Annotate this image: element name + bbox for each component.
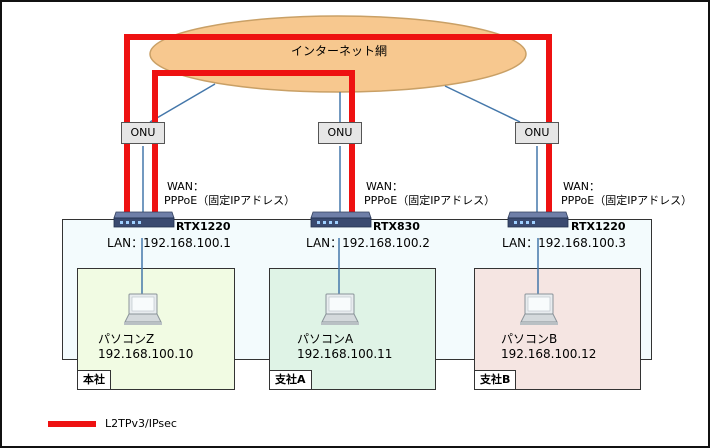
wan-detail-shisha-b: PPPoE（固定IPアドレス） bbox=[561, 194, 693, 207]
wan-label-shisha-a: WAN： bbox=[366, 180, 404, 193]
pc-name-honsha: パソコンZ bbox=[98, 332, 155, 346]
router-model-shisha-b: RTX1220 bbox=[571, 220, 626, 233]
router-lan-honsha: LAN：192.168.100.1 bbox=[107, 236, 231, 250]
router-icon-shisha-a bbox=[310, 211, 372, 228]
wan-detail-shisha-a: PPPoE（固定IPアドレス） bbox=[364, 194, 496, 207]
pc-name-shisha-b: パソコンB bbox=[501, 332, 558, 346]
legend-label: L2TPv3/IPsec bbox=[105, 417, 177, 430]
router-lan-shisha-a: LAN：192.168.100.2 bbox=[306, 236, 430, 250]
laptop-icon-shisha-a bbox=[321, 293, 359, 325]
site-shisha-b: 支社B bbox=[474, 268, 641, 390]
wan-detail-honsha: PPPoE（固定IPアドレス） bbox=[164, 194, 296, 207]
router-model-shisha-a: RTX830 bbox=[373, 220, 420, 233]
onu-honsha: ONU bbox=[121, 122, 165, 144]
site-shisha-a: 支社A bbox=[269, 268, 436, 390]
pc-ip-shisha-a: 192.168.100.11 bbox=[297, 347, 393, 361]
onu-shisha-b: ONU bbox=[515, 122, 559, 144]
laptop-icon-honsha bbox=[124, 293, 162, 325]
internet-label: インターネット網 bbox=[291, 44, 388, 58]
site-label-honsha: 本社 bbox=[78, 370, 111, 389]
wan-label-honsha: WAN： bbox=[167, 180, 205, 193]
pc-ip-shisha-b: 192.168.100.12 bbox=[501, 347, 597, 361]
pc-ip-honsha: 192.168.100.10 bbox=[98, 347, 194, 361]
link-internet-onu-right bbox=[444, 85, 521, 123]
link-internet-onu-left bbox=[149, 83, 216, 123]
laptop-icon-shisha-b bbox=[520, 293, 558, 325]
wan-label-shisha-b: WAN： bbox=[563, 180, 601, 193]
router-model-honsha: RTX1220 bbox=[176, 220, 231, 233]
router-icon-shisha-b bbox=[507, 211, 569, 228]
site-label-shisha-a: 支社A bbox=[270, 370, 312, 389]
router-icon-honsha bbox=[113, 211, 175, 228]
pc-name-shisha-a: パソコンA bbox=[297, 332, 354, 346]
router-lan-shisha-b: LAN：192.168.100.3 bbox=[502, 236, 626, 250]
site-label-shisha-b: 支社B bbox=[475, 370, 517, 389]
onu-shisha-a: ONU bbox=[318, 122, 362, 144]
site-honsha: 本社 bbox=[77, 268, 235, 390]
